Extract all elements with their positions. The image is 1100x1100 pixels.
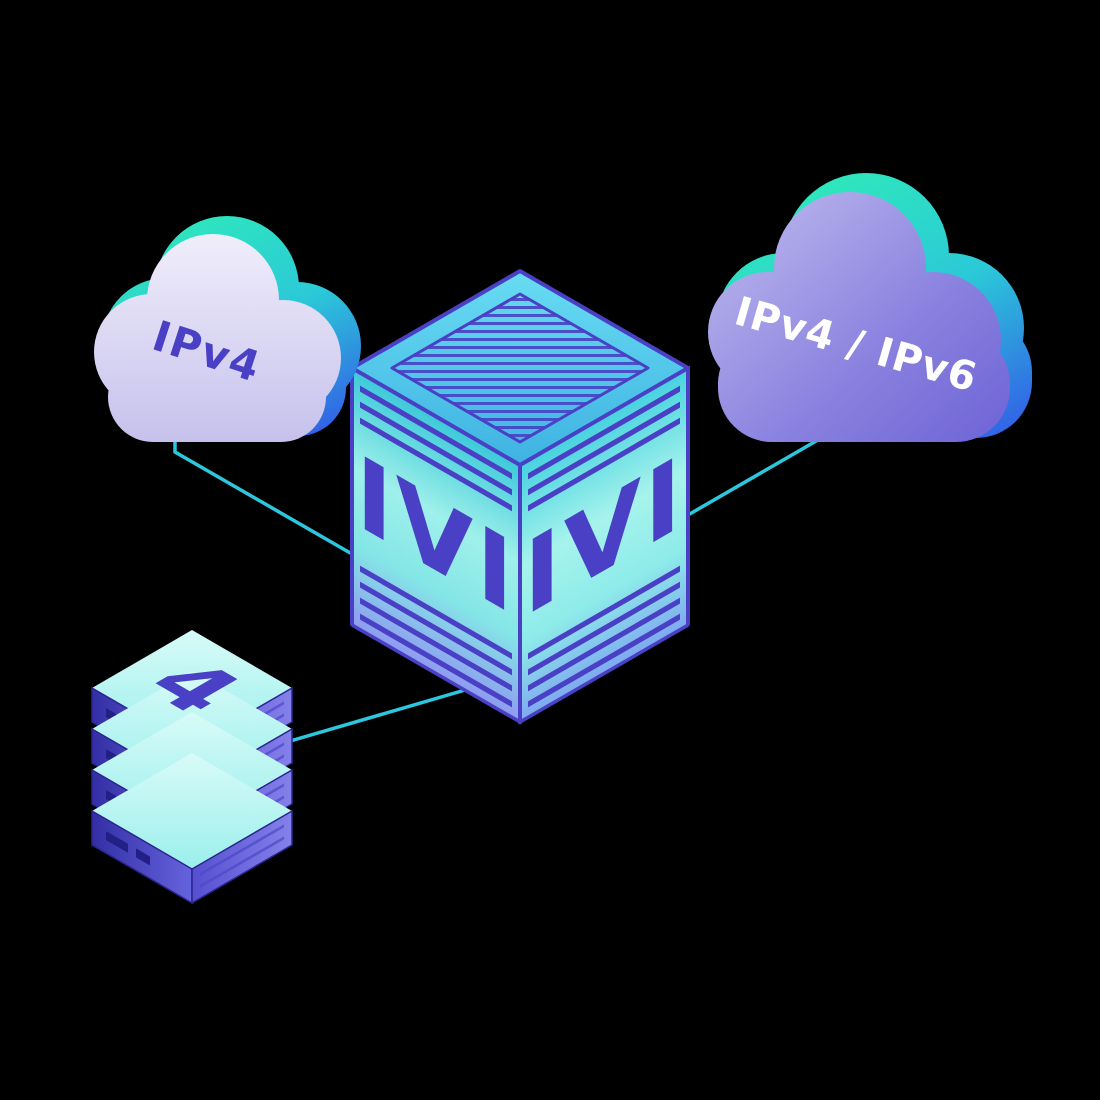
cube-right-face-stripes — [528, 385, 680, 708]
ipv4-ipv6-cloud-body — [708, 192, 1010, 442]
ivi-cube: IVI IVI — [350, 269, 690, 725]
server-unit-vents — [106, 831, 150, 866]
server-stack: 4 — [91, 630, 293, 905]
connector-stack-to-cube — [279, 686, 473, 746]
ipv4-ipv6-cloud: IPv4 / IPv6 — [708, 173, 1032, 442]
server-unit-slots — [200, 824, 284, 888]
cube-right-face: IVI — [518, 365, 690, 725]
cube-top-screen — [390, 292, 650, 444]
ipv4-cloud: IPv4 — [94, 216, 361, 442]
cube-left-face-stripes — [360, 385, 512, 708]
ipv4-cloud-body — [94, 234, 341, 442]
server-unit — [91, 753, 293, 905]
cube-left-face: IVI — [350, 365, 522, 725]
